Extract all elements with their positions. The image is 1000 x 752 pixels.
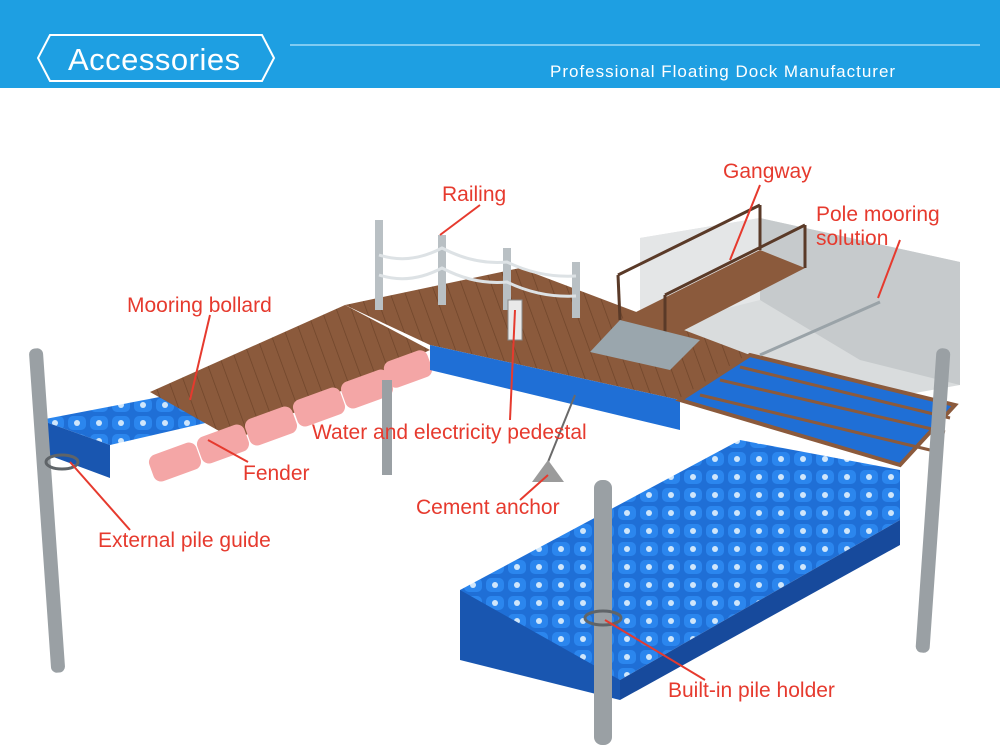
railing: [375, 220, 580, 318]
bottom-float-pier: [460, 440, 900, 700]
label-pole-mooring-2: solution: [816, 227, 889, 250]
gangway: [590, 203, 807, 370]
fenders: [148, 350, 433, 482]
label-gangway: Gangway: [723, 160, 812, 183]
label-pole-mooring-1: Pole mooring: [816, 203, 940, 226]
piles: [29, 348, 951, 745]
right-frame-deck: [675, 352, 959, 468]
dock-illustration: [29, 184, 960, 745]
label-water-electricity-pedestal: Water and electricity pedestal: [312, 421, 587, 444]
cement-anchor: [532, 460, 564, 482]
leader-lines: [69, 184, 901, 681]
header-divider: [290, 44, 980, 46]
header-bar: [0, 0, 1000, 88]
central-deck: [345, 268, 750, 430]
label-cement-anchor: Cement anchor: [416, 496, 560, 519]
label-external-pile-guide: External pile guide: [98, 529, 271, 552]
label-fender: Fender: [243, 462, 310, 485]
label-railing: Railing: [442, 183, 507, 206]
page-subtitle: Professional Floating Dock Manufacturer: [550, 62, 897, 81]
left-deck-wood: [150, 305, 430, 440]
title-badge: [36, 34, 276, 82]
label-mooring-bollard: Mooring bollard: [127, 294, 272, 317]
label-built-in-pile-holder: Built-in pile holder: [668, 679, 835, 702]
page-title: Accessories: [68, 42, 241, 77]
